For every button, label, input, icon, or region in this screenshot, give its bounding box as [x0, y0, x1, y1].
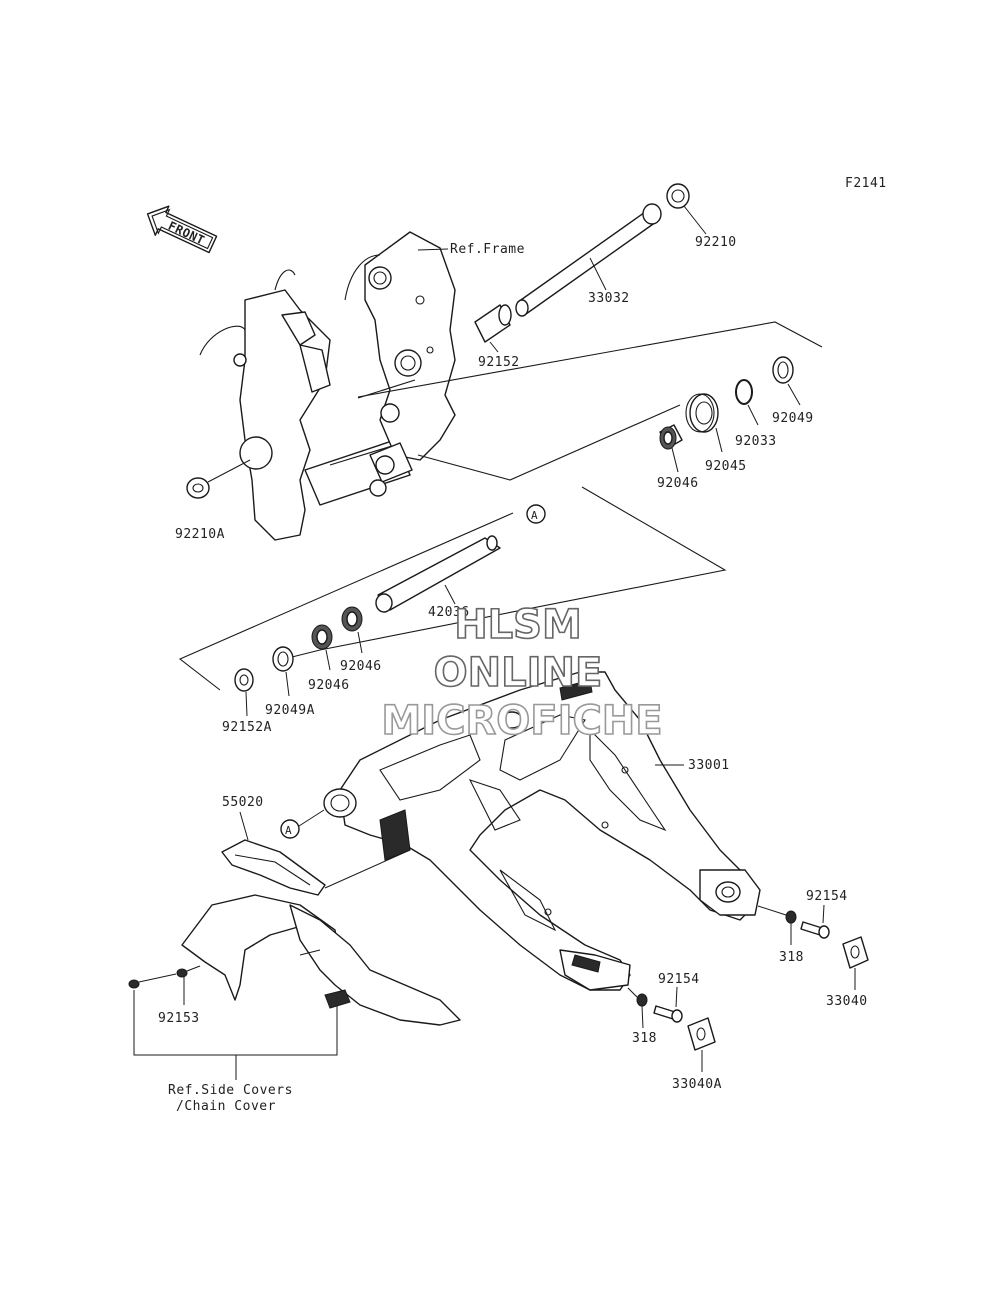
watermark-line2: ONLINE — [434, 650, 603, 696]
label-92046-a: 92046 — [340, 659, 382, 674]
ref-covers-line1: Ref.Side Covers — [168, 1083, 293, 1098]
chain-cover — [181, 894, 461, 1026]
ref-circle-a-lower: A — [280, 809, 325, 839]
label-92210A: 92210A — [175, 527, 225, 542]
part-318-b — [627, 987, 648, 1029]
part-33032 — [515, 203, 662, 317]
svg-text:A: A — [531, 509, 538, 522]
part-33040A — [687, 1017, 716, 1072]
part-55020 — [221, 811, 411, 896]
part-92046-b — [311, 624, 333, 671]
part-92049 — [772, 356, 801, 406]
ref-frame-label: Ref.Frame — [450, 242, 525, 257]
part-92152A — [234, 668, 254, 717]
part-92153 — [128, 965, 201, 1005]
part-92046-a — [341, 606, 363, 654]
label-92046-top: 92046 — [657, 476, 699, 491]
figure-code: F2141 — [845, 176, 887, 191]
label-92152A: 92152A — [222, 720, 272, 735]
part-92154-b — [653, 986, 683, 1023]
ref-covers-bracket — [133, 990, 338, 1080]
label-318-a: 318 — [779, 950, 804, 965]
part-318-a — [757, 905, 797, 945]
part-33001-swingarm — [323, 671, 761, 991]
ref-covers-line2: /Chain Cover — [176, 1099, 276, 1114]
label-92154-a: 92154 — [806, 889, 848, 904]
part-92033 — [735, 379, 759, 426]
label-92049: 92049 — [772, 411, 814, 426]
watermark-line3: MICROFICHE — [381, 698, 662, 744]
part-92045 — [685, 393, 723, 453]
svg-text:A: A — [285, 824, 292, 837]
part-92152 — [474, 304, 512, 353]
front-arrow-icon: FRONT — [146, 205, 218, 254]
label-92152: 92152 — [478, 355, 520, 370]
ref-circle-a-upper: A — [526, 504, 546, 524]
frame-pivot-section — [199, 231, 456, 541]
label-92210: 92210 — [695, 235, 737, 250]
label-55020: 55020 — [222, 795, 264, 810]
watermark-line1: HLSM — [454, 602, 582, 648]
part-92210 — [666, 183, 707, 235]
label-92154-b: 92154 — [658, 972, 700, 987]
bearing-panel-upper — [319, 321, 823, 651]
label-92049A: 92049A — [265, 703, 315, 718]
part-33040 — [842, 936, 869, 990]
label-92033: 92033 — [735, 434, 777, 449]
label-33040A: 33040A — [672, 1077, 722, 1092]
part-92049A — [272, 646, 294, 697]
part-92154-a — [800, 904, 830, 939]
label-318-b: 318 — [632, 1031, 657, 1046]
part-92210A — [186, 459, 251, 499]
part-42036 — [375, 535, 501, 613]
part-92046-top — [659, 424, 683, 473]
label-42036: 42036 — [428, 605, 470, 620]
label-92046-b: 92046 — [308, 678, 350, 693]
label-33032: 33032 — [588, 291, 630, 306]
label-33001: 33001 — [688, 758, 730, 773]
label-92153: 92153 — [158, 1011, 200, 1026]
label-33040: 33040 — [826, 994, 868, 1009]
label-92045: 92045 — [705, 459, 747, 474]
